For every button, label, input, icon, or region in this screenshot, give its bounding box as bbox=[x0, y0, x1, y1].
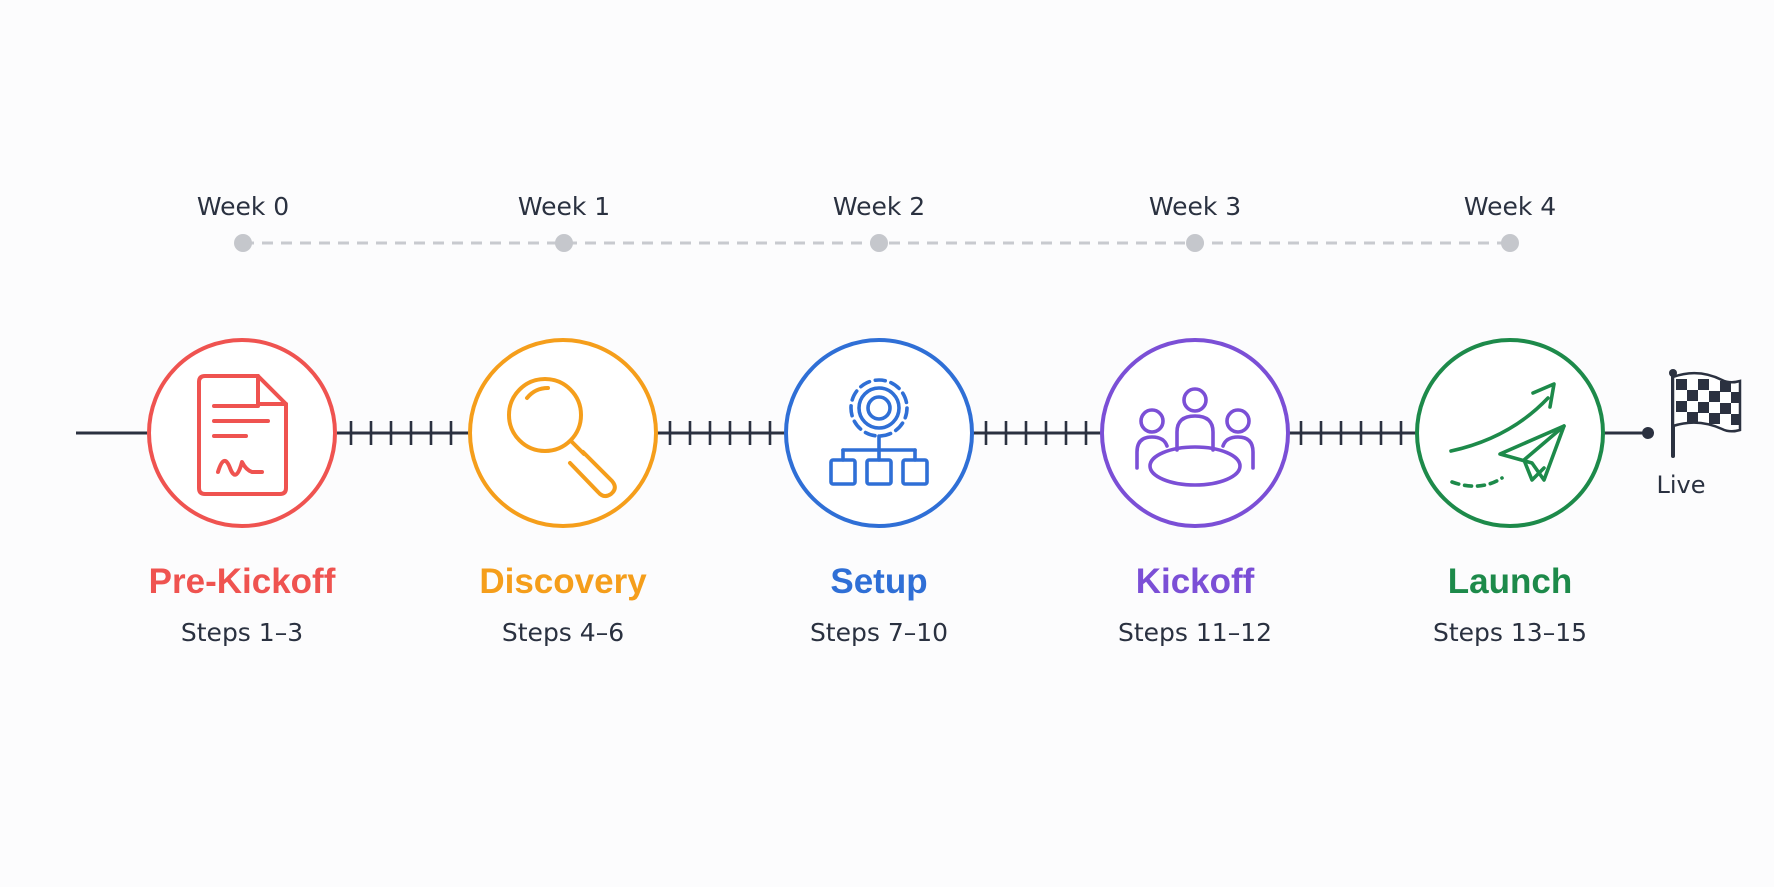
phase-circle bbox=[784, 338, 974, 528]
gear-blocks-icon bbox=[829, 378, 929, 486]
week-dot bbox=[1501, 234, 1519, 252]
phase-circle bbox=[1415, 338, 1605, 528]
week-label: Week 1 bbox=[518, 192, 610, 221]
phase-steps: Steps 7–10 bbox=[810, 618, 948, 647]
phase-discovery: Discovery Steps 4–6 bbox=[468, 338, 658, 647]
live-endpoint: Live bbox=[1656, 369, 1742, 499]
phase-circle bbox=[147, 338, 337, 528]
phase-title: Pre-Kickoff bbox=[149, 562, 336, 601]
phase-setup: Setup Steps 7–10 bbox=[784, 338, 974, 647]
phase-steps: Steps 1–3 bbox=[181, 618, 303, 647]
week-label: Week 0 bbox=[197, 192, 289, 221]
week-dot bbox=[870, 234, 888, 252]
week-dot bbox=[1186, 234, 1204, 252]
phase-title: Discovery bbox=[479, 562, 647, 601]
phase-kickoff: Kickoff Steps 11–12 bbox=[1100, 338, 1290, 647]
main-timeline bbox=[76, 421, 1648, 445]
week-label: Week 3 bbox=[1149, 192, 1241, 221]
week-dot bbox=[234, 234, 252, 252]
phase-title: Kickoff bbox=[1136, 562, 1255, 601]
week-scale: Week 0 Week 1 Week 2 Week 3 Week 4 bbox=[197, 192, 1556, 252]
phase-title: Setup bbox=[830, 562, 927, 601]
phase-title: Launch bbox=[1448, 562, 1572, 601]
phase-circle bbox=[468, 338, 658, 528]
checkered-flag-icon bbox=[1669, 369, 1742, 458]
phase-steps: Steps 13–15 bbox=[1433, 618, 1587, 647]
magnifier-icon bbox=[507, 377, 617, 499]
timeline-ticks bbox=[349, 421, 1403, 445]
week-label: Week 4 bbox=[1464, 192, 1556, 221]
week-label: Week 2 bbox=[833, 192, 925, 221]
live-label: Live bbox=[1656, 471, 1705, 499]
document-signature-icon bbox=[197, 374, 288, 496]
week-dot bbox=[555, 234, 573, 252]
meeting-table-icon bbox=[1135, 387, 1255, 487]
timeline-end-dot bbox=[1642, 427, 1654, 439]
phase-steps: Steps 4–6 bbox=[502, 618, 624, 647]
phase-launch: Launch Steps 13–15 bbox=[1415, 338, 1605, 647]
phase-pre-kickoff: Pre-Kickoff Steps 1–3 bbox=[147, 338, 337, 647]
paper-plane-icon bbox=[1449, 382, 1566, 488]
phase-steps: Steps 11–12 bbox=[1118, 618, 1272, 647]
phase-circle bbox=[1100, 338, 1290, 528]
